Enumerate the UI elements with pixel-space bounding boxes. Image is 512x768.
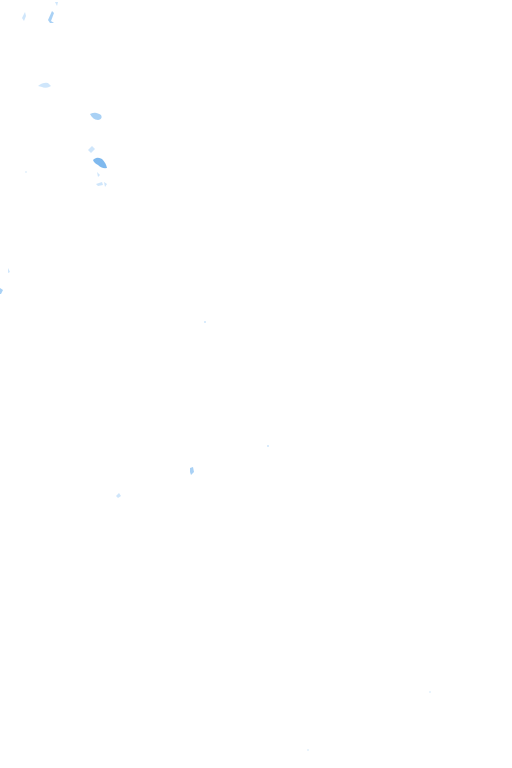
paint-fleck — [8, 268, 10, 273]
paint-speck — [429, 691, 431, 693]
paint-speck — [307, 749, 309, 751]
paint-fleck — [90, 112, 102, 120]
paint-speck — [25, 171, 27, 173]
paint-fleck — [104, 182, 107, 187]
paint-fleck — [96, 182, 103, 186]
paint-fleck — [93, 157, 107, 169]
paint-fleck — [22, 12, 26, 21]
paint-fleck — [116, 493, 121, 498]
paint-fleck — [190, 467, 194, 475]
paint-fleck — [0, 288, 3, 294]
paint-fleck — [55, 2, 58, 6]
paint-fleck — [38, 82, 51, 88]
paint-speck — [267, 445, 269, 447]
paint-speck — [204, 321, 206, 323]
paint-fleck — [97, 172, 100, 177]
paint-fleck — [48, 11, 54, 23]
paint-fleck — [88, 146, 95, 153]
